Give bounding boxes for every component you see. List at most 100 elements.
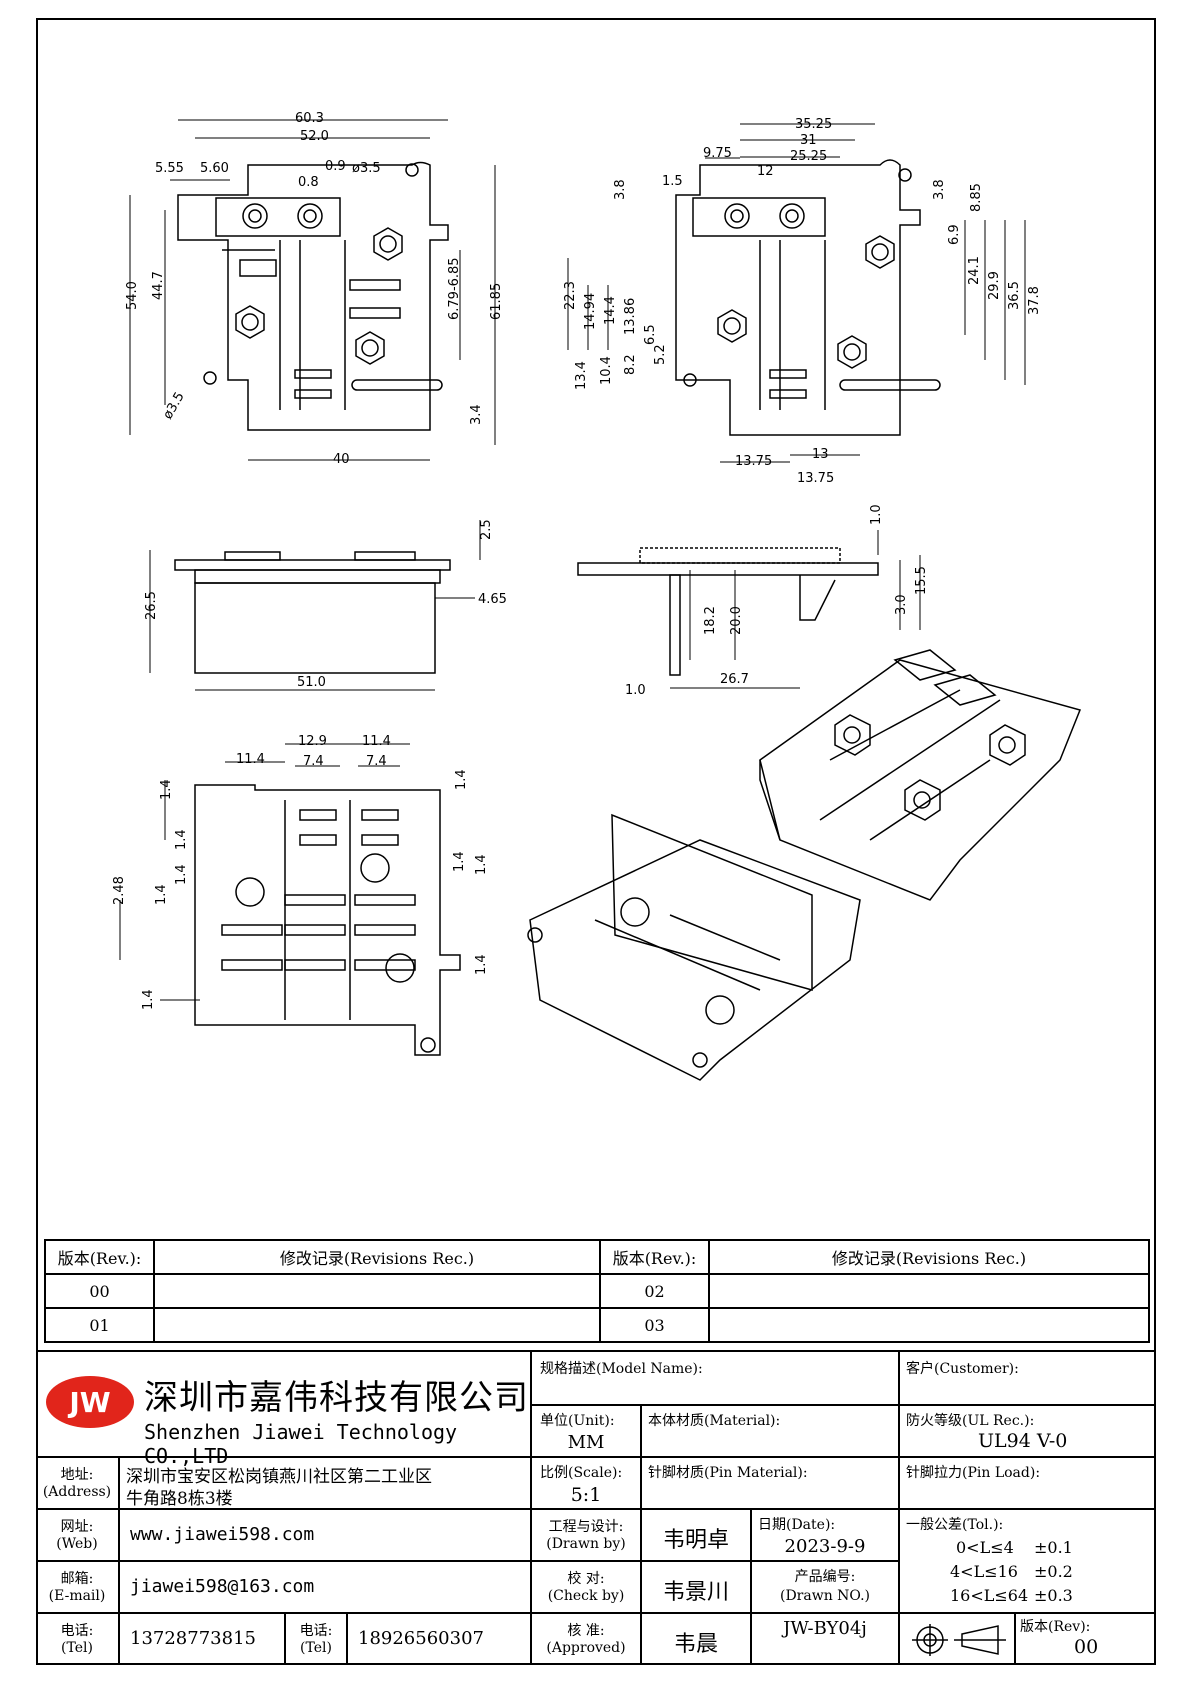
model-cell: 规格描述(Model Name): [532, 1352, 900, 1406]
dim-8-85: 8.85 [969, 183, 984, 212]
dim-10-4: 10.4 [599, 356, 614, 385]
dim-14-94: 14.94 [583, 293, 598, 330]
rev-cell: 01 [44, 1307, 155, 1343]
dim-5-60: 5.60 [200, 161, 229, 176]
dim-9-75: 9.75 [703, 146, 732, 161]
rev-value: 00 [1074, 1636, 1099, 1658]
approved-label-cell: 核 准: (Approved) [532, 1614, 642, 1665]
rev-cell: 00 [44, 1273, 155, 1309]
tol-value-2: ±0.2 [1034, 1562, 1073, 1581]
dim-13-75-left: 13.75 [735, 454, 772, 469]
dim-1-4-g: 1.4 [474, 954, 489, 975]
dim-61-85: 61.85 [489, 283, 504, 320]
rec-cell [708, 1273, 1150, 1309]
tel-1-cell: 13728773815 [120, 1614, 286, 1665]
dim-18-2: 18.2 [703, 606, 718, 635]
dim-60-3: 60.3 [295, 111, 324, 126]
rec-cell [153, 1273, 601, 1309]
rec-header-left: 修改记录(Revisions Rec.) [153, 1239, 601, 1275]
dim-36-5: 36.5 [1007, 281, 1022, 310]
dim-6-5: 6.5 [643, 324, 658, 345]
email-address: jiawei598@163.com [130, 1576, 315, 1597]
address-cell: 深圳市宝安区松岗镇燕川社区第二工业区 牛角路8栋3楼 [120, 1458, 532, 1510]
dim-13-75-right: 13.75 [797, 471, 834, 486]
rev-header-right: 版本(Rev.): [599, 1239, 710, 1275]
dim-22-3: 22.3 [563, 281, 578, 310]
dim-13-86: 13.86 [623, 298, 638, 335]
dim-2-48: 2.48 [112, 876, 127, 905]
ul-value: UL94 V-0 [978, 1430, 1068, 1452]
side-view-right [577, 547, 879, 676]
dim-1-4-f: 1.4 [154, 884, 169, 905]
dim-1-4-h: 1.4 [141, 989, 156, 1010]
check-cell: 韦景川 [642, 1562, 752, 1614]
dim-31: 31 [800, 133, 817, 148]
dim-40: 40 [333, 452, 350, 467]
dim-14-4: 14.4 [603, 296, 618, 325]
dim-54-0: 54.0 [125, 281, 140, 310]
dim-29-9: 29.9 [987, 271, 1002, 300]
revisions-table: 版本(Rev.): 修改记录(Revisions Rec.) 版本(Rev.):… [44, 1239, 1150, 1343]
unit-cell: 单位(Unit): MM [532, 1406, 642, 1458]
dim-4-65: 4.65 [478, 592, 507, 607]
dim-15-5: 15.5 [914, 566, 929, 595]
web-label-cell: 网址: (Web) [36, 1510, 120, 1562]
dim-1-0-bottom: 1.0 [625, 683, 646, 698]
rev-cell: 02 [599, 1273, 710, 1309]
dim-1-4-c: 1.4 [174, 864, 189, 885]
isometric-bottom [527, 813, 861, 1081]
drawn-cell: 韦明卓 [642, 1510, 752, 1562]
dim-2-5: 2.5 [479, 519, 494, 540]
dim-3-4: 3.4 [469, 404, 484, 425]
dim-44-7: 44.7 [151, 271, 166, 300]
dim-3-0: 3.0 [894, 594, 909, 615]
tel-1: 13728773815 [130, 1628, 256, 1649]
dim-52-0: 52.0 [300, 129, 329, 144]
tol-value-3: ±0.3 [1034, 1586, 1073, 1605]
customer-cell: 客户(Customer): [900, 1352, 1156, 1406]
tel-2: 18926560307 [358, 1628, 484, 1649]
projection-cell [900, 1614, 1016, 1665]
tel-label-cell: 电话: (Tel) [36, 1614, 120, 1665]
dim-11-4-right: 11.4 [362, 734, 391, 749]
dim-12-9: 12.9 [298, 734, 327, 749]
logo-text: JW [67, 1386, 110, 1419]
dim-13: 13 [812, 447, 829, 462]
company-cell: JW 深圳市嘉伟科技有限公司 Shenzhen Jiawei Technolog… [36, 1352, 532, 1468]
dim-51-0: 51.0 [297, 675, 326, 690]
dim-1-0-top: 1.0 [869, 504, 884, 525]
check-by: 韦景川 [662, 1580, 729, 1605]
title-block: JW 深圳市嘉伟科技有限公司 Shenzhen Jiawei Technolog… [36, 1350, 1156, 1665]
drawn-no-label-cell: 产品编号: (Drawn NO.) [752, 1562, 900, 1614]
dim-lines-bottom [119, 743, 410, 1001]
material-cell: 本体材质(Material): [642, 1406, 900, 1458]
dim-1-4-d: 1.4 [452, 851, 467, 872]
engineering-drawing: 60.3 52.0 5.55 5.60 0.8 0.9 ø3.5 54.0 44… [112, 111, 1082, 1081]
drawn-by: 韦明卓 [662, 1528, 729, 1553]
dim-25-25: 25.25 [790, 149, 827, 164]
tol-range-1: 0<L≤4 [956, 1538, 1014, 1557]
unit-value: MM [567, 1432, 605, 1453]
address-line-2: 牛角路8栋3楼 [126, 1489, 233, 1509]
dim-3-8-left: 3.8 [613, 179, 628, 200]
revisions-row: 01 03 [44, 1307, 1150, 1343]
date-value: 2023-9-9 [784, 1536, 866, 1557]
scale-value: 5:1 [570, 1484, 602, 1506]
web-cell: www.jiawei598.com [120, 1510, 532, 1562]
revisions-header-row: 版本(Rev.): 修改记录(Revisions Rec.) 版本(Rev.):… [44, 1239, 1150, 1275]
rec-header-right: 修改记录(Revisions Rec.) [708, 1239, 1150, 1275]
dim-lines-top-right [567, 123, 1026, 463]
dim-26-7: 26.7 [720, 672, 749, 687]
address-label-cell: 地址: (Address) [36, 1458, 120, 1510]
dim-0-9: 0.9 [325, 159, 346, 174]
dim-5-2: 5.2 [653, 344, 668, 365]
side-view-left [174, 551, 451, 674]
rec-cell [153, 1307, 601, 1343]
dim-1-4-e: 1.4 [474, 854, 489, 875]
dim-6-9: 6.9 [947, 224, 962, 245]
dim-1-4-b: 1.4 [454, 769, 469, 790]
drawn-label-cell: 工程与设计: (Drawn by) [532, 1510, 642, 1562]
check-label-cell: 校 对: (Check by) [532, 1562, 642, 1614]
dim-5-55: 5.55 [155, 161, 184, 176]
rev-cell: 版本(Rev): 00 [1016, 1614, 1156, 1665]
